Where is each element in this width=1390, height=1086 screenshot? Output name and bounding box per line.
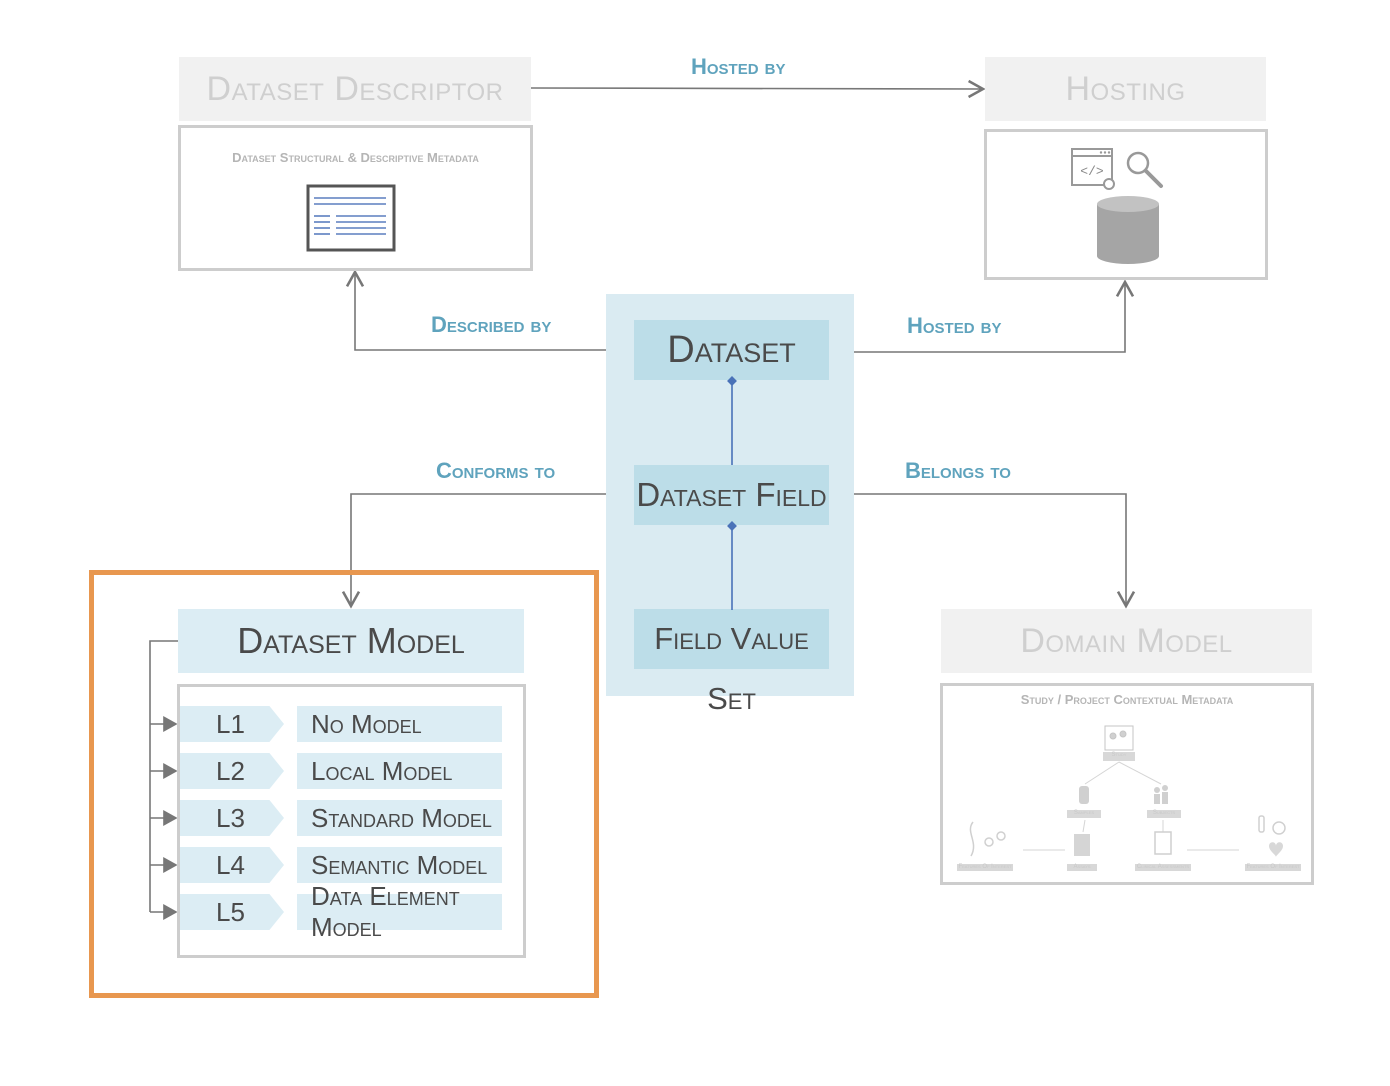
label-described-by: Described by	[431, 312, 552, 337]
people-icon	[1104, 725, 1134, 751]
level-code-l3: L3	[180, 800, 284, 836]
dataset-connectors	[727, 376, 737, 610]
test-tube-icon	[1079, 786, 1089, 804]
level-code-l1: L1	[180, 706, 284, 742]
level-name-l1: No Model	[297, 706, 502, 742]
edge-described-by	[345, 269, 634, 351]
label-belongs-to: Belongs to	[905, 458, 1011, 483]
level-name-l4: Semantic Model	[297, 847, 502, 883]
domain-model-caption: Study / Project Contextual Metadata	[1020, 692, 1234, 707]
label-conforms-to: Conforms to	[436, 458, 556, 483]
label-hosted-by-right: Hosted by	[907, 313, 1002, 338]
level-name-l2: Local Model	[297, 753, 502, 789]
model-bracket	[149, 640, 178, 912]
hosting-environment-box: </>	[984, 129, 1268, 280]
code-window-icon: </>	[1071, 148, 1115, 190]
dataset-descriptor-caption: Dataset Structural & Descriptive Metadat…	[232, 150, 479, 165]
clipboard-icon	[1074, 834, 1090, 856]
thermometer-icon	[1258, 815, 1286, 835]
clinical-label: Clinical Assessments	[1136, 864, 1190, 870]
heart-icon	[1269, 842, 1283, 857]
svg-text:</>: </>	[1080, 164, 1104, 179]
dataset-model-header: Dataset Model	[178, 609, 524, 673]
assays-label: Assays	[1073, 864, 1091, 870]
samples-label: Samples	[1073, 810, 1095, 816]
foi-left-label: Features Of Interest	[958, 864, 1012, 870]
edge-hosted-by-right	[852, 279, 1135, 353]
foi-right-label: Features Of Interest	[1246, 864, 1300, 870]
domain-model-graph	[957, 725, 1301, 871]
document-icon	[306, 184, 396, 252]
level-code-l2: L2	[180, 753, 284, 789]
dataset-model-highlight	[89, 570, 599, 998]
dataset-field-node: Dataset Field	[634, 465, 829, 525]
dataset-descriptor-box: Dataset Structural & Descriptive Metadat…	[178, 125, 533, 271]
edge-conforms-to	[341, 493, 608, 609]
domain-model-box: Study / Project Contextual Metadata	[940, 683, 1314, 885]
magnifier-icon	[1126, 151, 1163, 188]
database-icon	[1097, 196, 1159, 264]
level-name-l5: Data Element Model	[297, 881, 502, 942]
edge-hosted-by-top	[530, 79, 986, 99]
field-value-set-node: Field Value Set	[634, 609, 829, 716]
level-code-l4: L4	[180, 847, 284, 883]
edge-belongs-to	[852, 493, 1136, 609]
label-hosted-by-top: Hosted by	[691, 54, 786, 79]
dna-icon	[969, 821, 1006, 857]
hosting-environment-header: Hosting Environment	[985, 57, 1266, 172]
level-code-l5: L5	[180, 894, 284, 930]
dataset-descriptor-header: Dataset Descriptor	[179, 57, 531, 121]
subjects-label: Subjects	[1152, 810, 1176, 816]
level-name-l3: Standard Model	[297, 800, 502, 836]
study-label: Study	[1111, 752, 1127, 758]
dataset-node: Dataset	[634, 320, 829, 380]
domain-model-header: Domain Model	[941, 609, 1312, 673]
